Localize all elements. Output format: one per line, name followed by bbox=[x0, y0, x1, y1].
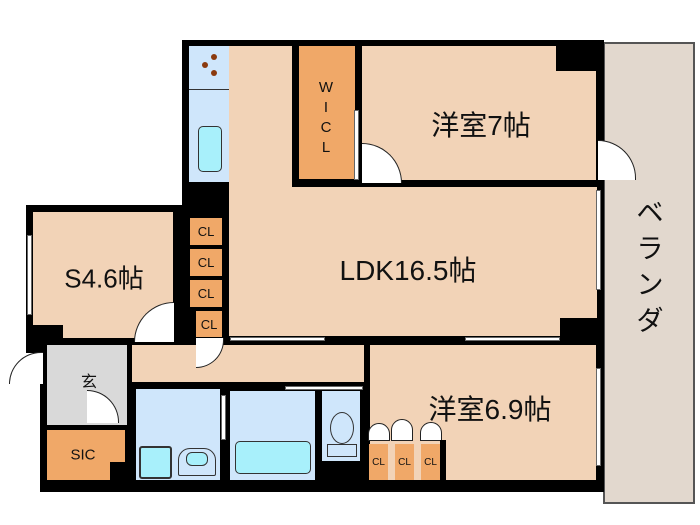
service-room-window bbox=[27, 235, 32, 315]
shoe-closet-label: SIC bbox=[70, 446, 96, 464]
bathtub-icon bbox=[235, 441, 311, 474]
closet-69-3[interactable]: CL bbox=[421, 444, 440, 480]
western-room-7-label: 洋室7帖 bbox=[431, 110, 531, 141]
wash-basin-bowl-icon bbox=[186, 452, 208, 466]
closet-s-4[interactable]: CL bbox=[196, 311, 222, 337]
closet-69-2[interactable]: CL bbox=[395, 444, 414, 480]
stove-burners-icon bbox=[189, 46, 229, 90]
ldk bbox=[229, 187, 597, 336]
toilet-bowl-icon bbox=[330, 412, 354, 444]
ldk-label: LDK16.5帖 bbox=[339, 255, 477, 286]
ldk-sliding-door-right[interactable] bbox=[465, 337, 560, 341]
closet-69-door-2[interactable] bbox=[391, 419, 413, 441]
wic-label: W I C L bbox=[318, 79, 334, 156]
bathroom-sliding-door[interactable] bbox=[285, 386, 363, 390]
ldk-sliding-door-left[interactable] bbox=[230, 337, 325, 341]
closet-s-3[interactable]: CL bbox=[190, 280, 222, 307]
veranda bbox=[601, 40, 697, 506]
closet-s-1[interactable]: CL bbox=[190, 218, 222, 245]
closet-69-door-3[interactable] bbox=[420, 422, 442, 441]
veranda-label: ベ ラ ン ダ bbox=[636, 198, 664, 336]
entrance-label: 玄 bbox=[80, 374, 98, 391]
bath-door[interactable] bbox=[221, 395, 226, 440]
washing-machine-icon bbox=[139, 446, 172, 479]
western-room-6-9-window bbox=[596, 368, 601, 466]
toilet-tank-icon bbox=[327, 444, 357, 457]
closet-69-1[interactable]: CL bbox=[369, 444, 388, 480]
wic-door[interactable] bbox=[354, 110, 359, 180]
walk-in-closet bbox=[299, 46, 355, 179]
closet-69-door-1[interactable] bbox=[368, 423, 390, 441]
ldk-window-right bbox=[596, 190, 601, 290]
hallway bbox=[132, 345, 364, 382]
front-door[interactable] bbox=[9, 352, 43, 384]
sink-icon bbox=[198, 126, 222, 172]
service-room-label: S4.6帖 bbox=[64, 263, 144, 294]
western-room-6-9-label: 洋室6.9帖 bbox=[428, 394, 552, 425]
closet-s-2[interactable]: CL bbox=[190, 249, 222, 276]
